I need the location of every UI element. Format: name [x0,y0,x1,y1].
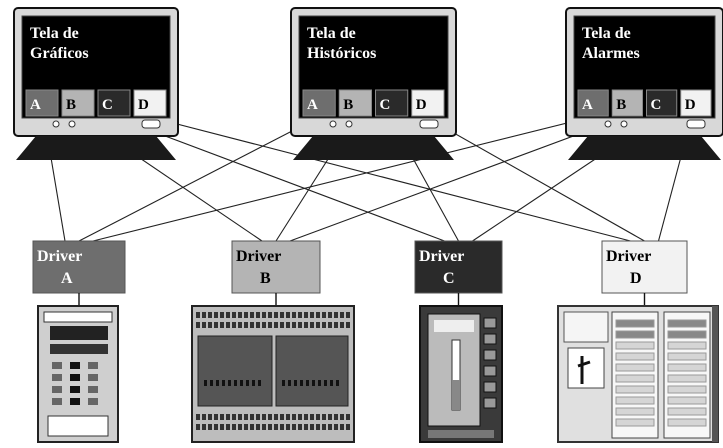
driver-tile-a[interactable]: A [302,89,336,117]
driver-tile-b[interactable]: B [611,89,643,117]
screen-title-line2: Alarmes [582,45,640,62]
tile-background [133,89,167,117]
monitor-stand [16,136,176,160]
rack-device-b [191,305,355,443]
driver-box-background [32,240,126,294]
driver-letter: D [630,270,642,287]
monitor-stand [568,136,721,160]
driver-letter: B [260,270,271,287]
driver-tile-c[interactable]: C [375,89,409,117]
monitor-button-icon [620,120,628,128]
controller-device-a [37,305,119,443]
tile-background [97,89,131,117]
connection-line-8 [92,115,596,242]
screen-title-line2: Gráficos [30,45,89,62]
tile-background [411,89,445,117]
driver-tile-b[interactable]: B [338,89,372,117]
tile-letter: D [138,97,149,113]
driver-tile-a[interactable]: A [25,89,59,117]
tile-background [338,89,372,117]
driver-tile-c[interactable]: C [646,89,678,117]
driver-word: Driver [236,248,281,265]
driver-letter: C [443,270,455,287]
driver-box-background [601,240,688,294]
tile-background [375,89,409,117]
screen-title-line1: Tela de [582,25,631,42]
monitor-button-icon [329,120,337,128]
screen-title-line1: Tela de [30,25,79,42]
panel-device-c [419,305,503,443]
tile-letter: A [307,97,318,113]
driver-word: Driver [419,248,464,265]
connection-line-3 [145,115,631,242]
monitor-button-icon [345,120,353,128]
connection-line-7 [423,115,645,242]
tile-background [302,89,336,117]
driver-word: Driver [37,248,82,265]
tile-background [577,89,609,117]
driver-tile-d[interactable]: D [411,89,445,117]
driver-tile-a[interactable]: A [577,89,609,117]
monitor-stand [293,136,454,160]
driver-letter: A [61,270,73,287]
monitor-button-icon [604,120,612,128]
tile-letter: B [343,97,353,113]
driver-tile-c[interactable]: C [97,89,131,117]
tile-letter: B [616,97,626,113]
connection-line-4 [78,115,322,242]
power-button-icon [419,119,439,129]
tile-letter: C [651,97,662,113]
tile-letter: A [582,97,593,113]
tile-letter: C [380,97,391,113]
driver-box-background [231,240,321,294]
tile-letter: C [102,97,113,113]
tile-background [25,89,59,117]
cabinet-device-d [557,305,719,443]
driver-tile-b[interactable]: B [61,89,95,117]
screen-title-line2: Históricos [307,45,376,62]
power-button-icon [686,119,706,129]
driver-tile-d[interactable]: D [133,89,167,117]
tile-letter: A [30,97,41,113]
tile-letter: B [66,97,76,113]
tile-background [646,89,678,117]
screen-title-line1: Tela de [307,25,356,42]
tile-letter: D [416,97,427,113]
power-button-icon [141,119,161,129]
monitor-button-icon [52,120,60,128]
tile-letter: D [685,97,696,113]
driver-word: Driver [606,248,651,265]
tile-background [680,89,712,117]
driver-tile-d[interactable]: D [680,89,712,117]
tile-background [61,89,95,117]
monitor-button-icon [68,120,76,128]
tile-background [611,89,643,117]
